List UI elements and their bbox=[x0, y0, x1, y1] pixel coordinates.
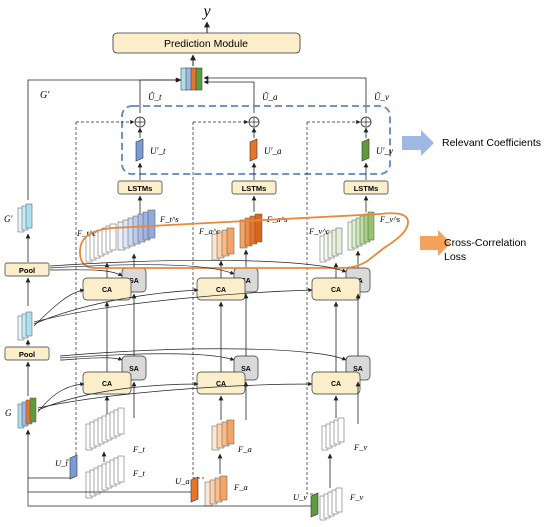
fc-a-label: F_a^c bbox=[198, 226, 220, 236]
fs-t-stack bbox=[117, 209, 156, 251]
f-a-lower-stack bbox=[204, 475, 228, 507]
u-t-label: U_t bbox=[55, 458, 68, 468]
global-column: G′ Pool Pool G bbox=[4, 203, 50, 492]
ca-t-label-1: CA bbox=[102, 287, 112, 294]
fc-v-stack bbox=[319, 227, 343, 263]
cross-correlation-label-2: Loss bbox=[444, 251, 466, 263]
f-a-lower-label: F_a bbox=[233, 482, 248, 492]
f-t-upper-label: F_t bbox=[132, 444, 145, 454]
u-hat-t-label: Û_t bbox=[148, 92, 162, 102]
u-prime-t-shape bbox=[135, 138, 144, 162]
u-a-shape bbox=[190, 476, 199, 503]
pool-box-upper bbox=[4, 262, 50, 277]
cross-correlation-loop bbox=[79, 212, 409, 269]
fc-t-stack bbox=[85, 223, 117, 263]
g-prime-stack-upper bbox=[17, 203, 33, 233]
f-v-lower-label: F_v bbox=[349, 492, 363, 502]
cross-correlation-arrow bbox=[420, 230, 451, 256]
u-prime-v-shape bbox=[361, 138, 370, 162]
f-t-upper-stack bbox=[85, 407, 125, 451]
fc-v-label: F_v^c bbox=[308, 226, 330, 236]
fs-a-stack bbox=[239, 213, 263, 249]
f-a-upper-stack bbox=[211, 419, 235, 451]
g-prime-top-label: G′ bbox=[40, 90, 50, 101]
lstm-a-label: LSTMs bbox=[242, 184, 267, 193]
g-to-attention-links-upper bbox=[33, 259, 347, 327]
g-prime-mid-label: G′ bbox=[4, 214, 13, 224]
fc-a-stack bbox=[211, 227, 235, 261]
ca-v-label-2: CA bbox=[331, 381, 341, 388]
ca-a-label-1: CA bbox=[216, 287, 226, 294]
prediction-module-box bbox=[112, 32, 301, 54]
f-t-lower-stack bbox=[85, 455, 125, 499]
sa-a-label-1: SA bbox=[241, 278, 251, 285]
pool-label-upper: Pool bbox=[19, 266, 35, 275]
sa-a-label-2: SA bbox=[241, 366, 251, 373]
g-prime-path-top bbox=[27, 77, 181, 200]
output-label: y bbox=[201, 3, 211, 20]
pool-label-lower: Pool bbox=[19, 350, 35, 359]
lstm-v-label: LSTMs bbox=[354, 184, 379, 193]
ca-v-label-1: CA bbox=[331, 287, 341, 294]
g-stack-bottom bbox=[17, 397, 37, 429]
u-prime-a-shape bbox=[249, 138, 258, 162]
fs-t-label: F_t^s bbox=[159, 214, 179, 224]
g-label: G bbox=[5, 408, 12, 418]
lstm-t bbox=[117, 180, 163, 195]
f-v-upper-label: F_v bbox=[353, 442, 367, 452]
branch-t: U′_t LSTMs F_t^c F_t^s SA bbox=[55, 116, 179, 499]
fs-v-stack bbox=[347, 211, 375, 251]
fs-v-label: F_v^s bbox=[379, 214, 401, 224]
sa-t-label-2: SA bbox=[129, 366, 139, 373]
u-prime-v-label: U′_v bbox=[376, 146, 393, 156]
g-stack-middle bbox=[17, 311, 33, 341]
pool-box-lower bbox=[4, 346, 50, 361]
branch-v: U′_v LSTMs F_v^c F_v^s SA CA SA bbox=[293, 116, 401, 521]
u-prime-t-label: U′_t bbox=[150, 146, 166, 156]
ca-a-label-2: CA bbox=[216, 381, 226, 388]
prediction-module-label: Prediction Module bbox=[164, 38, 248, 50]
ca-t-label-2: CA bbox=[102, 381, 112, 388]
u-v-shape bbox=[310, 492, 319, 518]
u-hat-a-label: Û_a bbox=[262, 92, 278, 102]
u-v-label: U_v bbox=[293, 492, 307, 502]
lstm-v bbox=[343, 180, 389, 195]
relevant-arrow bbox=[402, 130, 434, 156]
fused-feature-stack bbox=[180, 67, 203, 91]
sa-v-label-2: SA bbox=[353, 366, 363, 373]
u-prime-a-label: U′_a bbox=[264, 146, 282, 156]
f-v-upper-stack bbox=[321, 417, 345, 451]
f-a-upper-label: F_a bbox=[237, 444, 252, 454]
relevant-coefficients-region bbox=[121, 105, 391, 175]
branch-a: U′_a LSTMs F_a^c F_a^s SA CA SA CA bbox=[175, 116, 288, 507]
u-a-label: U_a bbox=[175, 476, 190, 486]
u-hat-v-label: Û_v bbox=[374, 92, 389, 102]
f-t-lower-label: F_t bbox=[132, 468, 145, 478]
fc-t-label: F_t^c bbox=[76, 228, 96, 238]
g-to-attention-links-lower bbox=[37, 348, 347, 413]
f-v-lower-stack bbox=[319, 487, 343, 521]
relevant-coefficients-label: Relevant Coefficients bbox=[442, 137, 541, 149]
sa-t-label-1: SA bbox=[129, 278, 139, 285]
cross-correlation-label-1: Cross-Correlation bbox=[444, 237, 526, 249]
u-t-shape bbox=[69, 454, 78, 480]
lstm-t-label: LSTMs bbox=[128, 184, 153, 193]
lstm-a bbox=[231, 180, 277, 195]
